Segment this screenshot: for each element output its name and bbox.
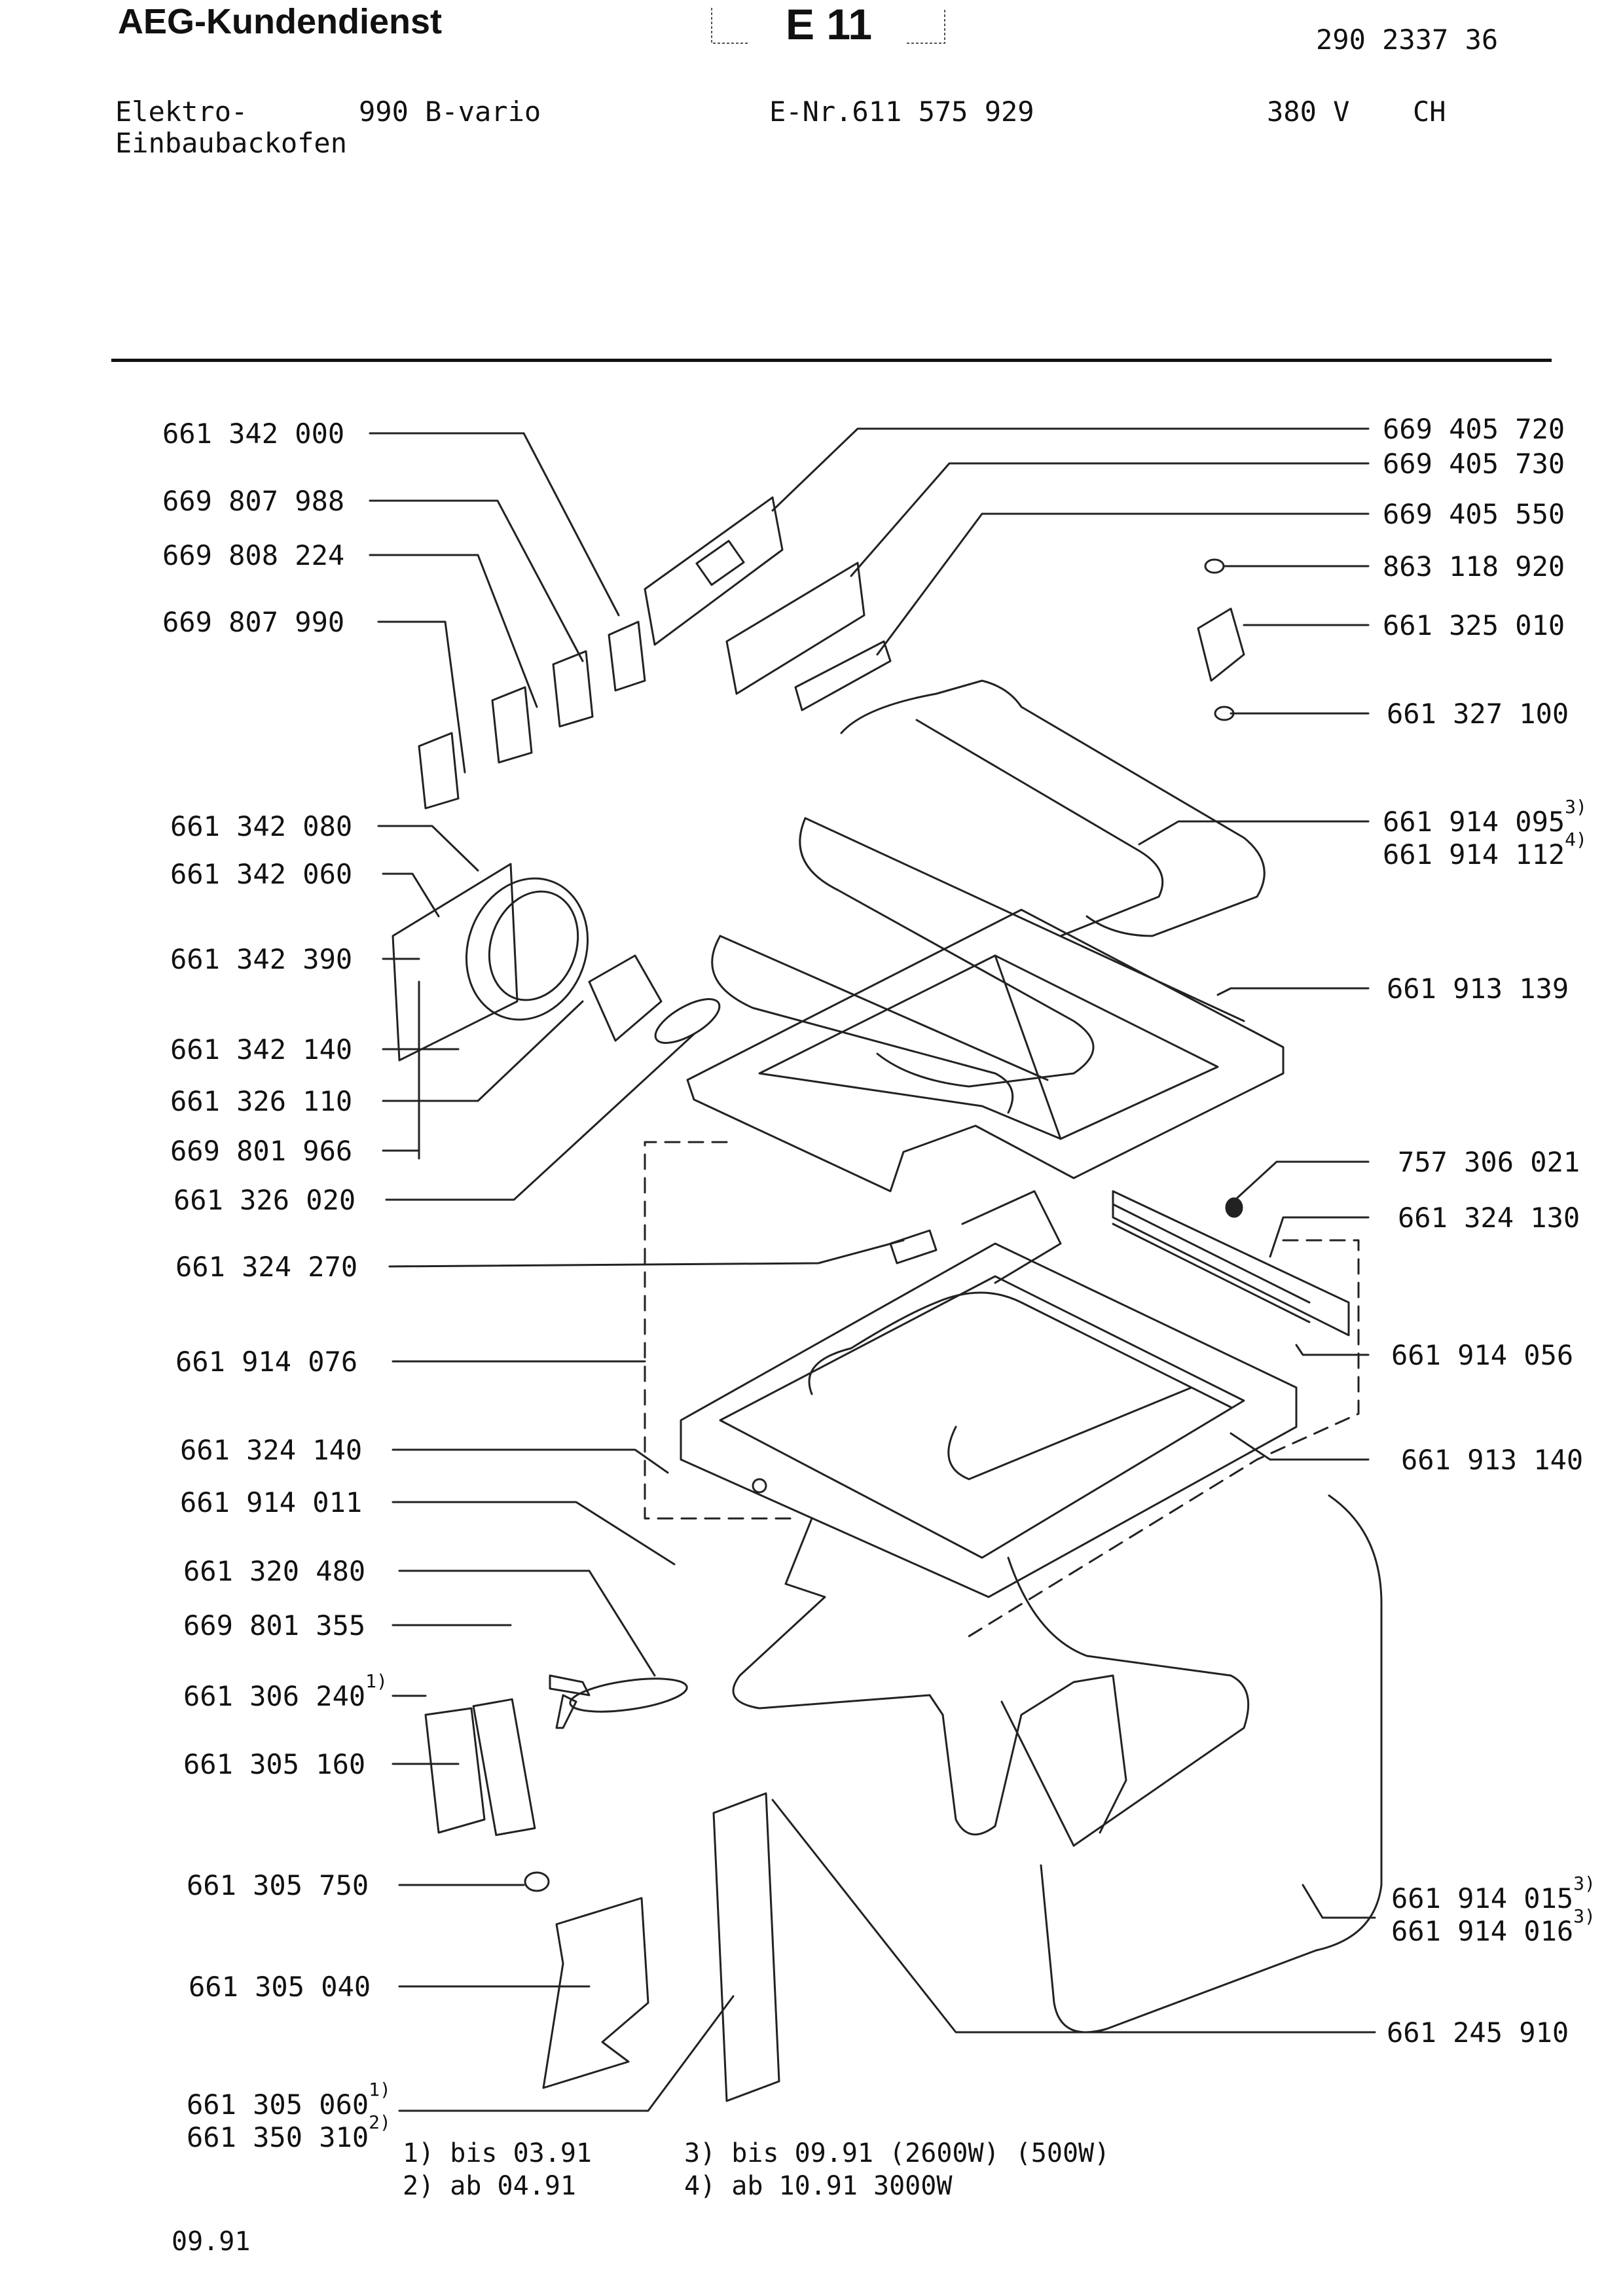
footnote-2: 2) ab 04.91 [403,2171,576,2201]
part-number-label: 661 305 040 [189,1971,371,2003]
part-number-label: 661 326 110 [170,1085,353,1117]
part-number-label: 661 320 480 [183,1555,366,1587]
part-number-label: 661 342 390 [170,943,353,975]
footnote-4: 4) ab 10.91 3000W [684,2171,953,2201]
e-number: E-Nr.611 575 929 [769,96,1034,128]
part-number-label: 661 913 140 [1401,1444,1584,1476]
left-leader-lines [369,432,905,2112]
voltage: 380 V [1267,96,1350,128]
footer-date: 09.91 [172,2227,251,2257]
part-number-label: 669 801 966 [170,1135,353,1167]
part-number-label: 661 325 010 [1383,609,1565,641]
part-number-label: 661 305 0601) [187,2079,391,2121]
oven-top-frame-illustration [686,908,1285,1193]
part-number-label: 757 306 021 [1398,1146,1580,1178]
right-leader-lines [771,427,1376,2034]
part-number-label: 661 327 100 [1387,698,1569,730]
part-number-label: 661 305 160 [183,1748,366,1780]
part-number-label: 661 914 011 [180,1486,363,1518]
sheet-number: E 11 [786,0,873,48]
model-name: 990 B-vario [359,96,541,128]
lower-cavity-illustration [680,1190,1311,1598]
part-number-label: 661 914 0953) [1383,796,1587,838]
switch-plates-illustration [418,496,892,810]
part-number-label: 661 914 0153) [1391,1873,1596,1914]
part-number-label: 661 914 1124) [1383,829,1587,870]
part-number-label: 661 305 750 [187,1869,369,1901]
country-code: CH [1413,96,1446,128]
part-number-label: 661 913 139 [1387,973,1569,1005]
part-number-label: 661 306 2401) [183,1670,388,1712]
document-number: 290 2337 36 [1316,24,1499,56]
part-number-label: 863 118 920 [1383,550,1565,583]
part-number-label: 661 245 910 [1387,2017,1569,2049]
part-number-label: 661 326 020 [173,1184,356,1216]
upper-heating-element-illustration [711,679,1266,1114]
small-parts-illustration [424,558,1350,2102]
part-number-label: 661 914 056 [1391,1339,1574,1371]
part-number-label: 669 405 720 [1383,413,1565,445]
part-number-label: 661 342 080 [170,810,353,842]
product-type-line1: Elektro- [115,96,248,128]
part-number-label: 669 405 730 [1383,448,1565,480]
part-number-label: 661 342 140 [170,1033,353,1066]
part-number-label: 661 350 3102) [187,2111,391,2153]
sheet-box-brackets [711,8,945,44]
fan-assembly-illustration [392,863,721,1160]
footnote-3: 3) bis 09.91 (2600W) (500W) [684,2138,1110,2168]
product-type-line2: Einbaubackofen [115,127,348,159]
part-number-label: 661 324 130 [1398,1202,1580,1234]
part-number-label: 661 342 000 [162,418,345,450]
lower-heating-element-illustration [732,1494,1383,2034]
part-number-label: 669 808 224 [162,539,345,571]
part-number-label: 661 914 076 [175,1346,358,1378]
part-number-label: 661 324 140 [180,1434,363,1466]
header-rule [111,359,1552,362]
part-number-label: 661 342 060 [170,858,353,890]
part-number-label: 661 324 270 [175,1251,358,1283]
brand-title: AEG-Kundendienst [118,2,442,41]
dashed-outlines-illustration [644,1141,1360,1638]
part-number-label: 669 801 355 [183,1609,366,1641]
sheet-box: E 11 [710,3,946,46]
part-number-label: 669 405 550 [1383,498,1565,530]
part-number-label: 661 914 0163) [1391,1905,1596,1947]
footnote-1: 1) bis 03.91 [403,2138,592,2168]
part-number-label: 669 807 988 [162,485,345,517]
part-number-label: 669 807 990 [162,606,345,638]
